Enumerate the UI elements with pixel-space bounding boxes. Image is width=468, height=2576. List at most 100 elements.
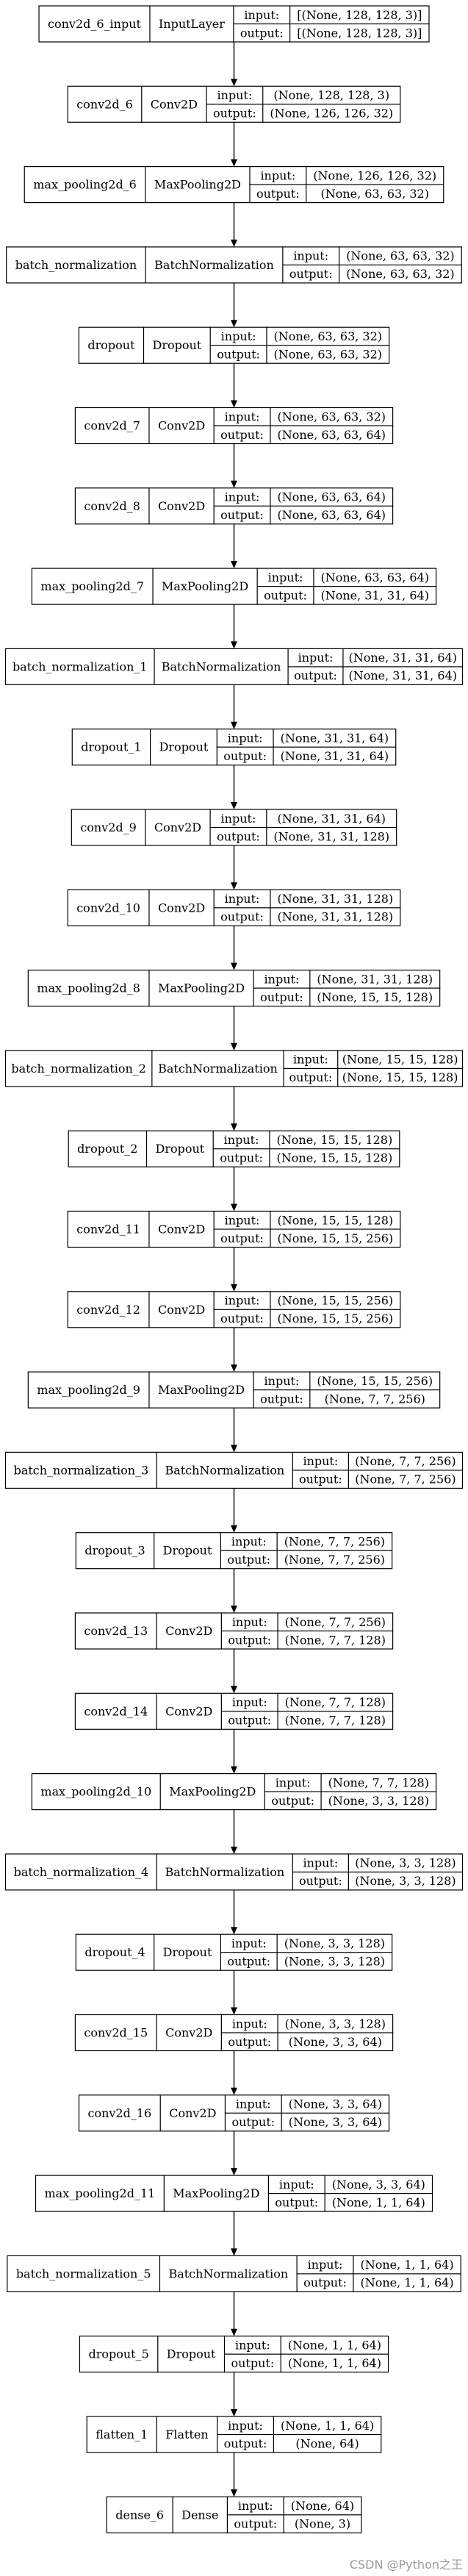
edge-arrow	[231, 845, 237, 890]
layer-type: MaxPooling2D	[173, 2186, 259, 2200]
layer-name: dropout_4	[84, 1945, 145, 1959]
arrow-head	[231, 480, 237, 488]
layer-name: max_pooling2d_10	[40, 1785, 151, 1799]
arrow-head	[231, 721, 237, 729]
arrow-head	[231, 802, 237, 809]
output-shape: (None, 31, 31, 64)	[320, 588, 428, 602]
layer-name: dropout_3	[84, 1544, 145, 1558]
edge-arrow	[231, 122, 237, 167]
arrow-head	[231, 1846, 237, 1854]
edge-arrow	[231, 443, 237, 488]
layer-name: batch_normalization_1	[12, 659, 148, 673]
watermark: CSDN @Python之王	[350, 2558, 463, 2572]
input-shape: (None, 1, 1, 64)	[360, 2258, 453, 2272]
layer-type: Dropout	[163, 1544, 212, 1558]
input-shape: (None, 7, 7, 128)	[328, 1775, 429, 1789]
input-label: input:	[235, 2338, 270, 2352]
input-label: input:	[264, 1374, 300, 1388]
output-shape: (None, 63, 63, 32)	[274, 347, 382, 361]
input-label: input:	[232, 1615, 267, 1629]
arrow-head	[231, 882, 237, 890]
layer-name: conv2d_6_input	[48, 17, 142, 31]
input-label: input:	[221, 812, 256, 826]
output-shape: (None, 31, 31, 64)	[281, 749, 389, 763]
layer-type: Dropout	[159, 740, 209, 754]
output-shape: (None, 3, 3, 64)	[289, 2115, 382, 2129]
output-shape: (None, 3, 3, 128)	[328, 1794, 429, 1808]
arrow-head	[231, 1284, 237, 1292]
layer-name: flatten_1	[96, 2427, 148, 2441]
output-shape: (None, 15, 15, 128)	[277, 1151, 393, 1164]
output-label: output:	[240, 26, 284, 40]
layer-type: Conv2D	[158, 901, 205, 915]
arrow-head	[231, 2007, 237, 2015]
input-label: input:	[225, 1294, 260, 1308]
input-label: input:	[228, 2419, 263, 2433]
edges	[231, 42, 237, 2497]
input-shape: (None, 31, 31, 64)	[278, 812, 386, 826]
input-shape: (None, 15, 15, 256)	[278, 1294, 394, 1308]
edge-arrow	[231, 1970, 237, 2015]
edge-arrow	[231, 1649, 237, 1694]
output-label: output:	[234, 2517, 277, 2531]
input-shape: (None, 63, 63, 64)	[320, 570, 428, 584]
input-label: input:	[303, 1454, 338, 1468]
input-shape: (None, 15, 15, 128)	[278, 1213, 394, 1227]
layer-type: Dense	[181, 2508, 218, 2522]
edge-arrow	[231, 282, 237, 328]
layer-type: Conv2D	[151, 97, 198, 111]
edge-arrow	[231, 2130, 237, 2176]
arrow-head	[231, 1686, 237, 1694]
output-shape: (None, 1, 1, 64)	[288, 2356, 381, 2370]
layer-name: conv2d_8	[84, 499, 140, 513]
input-shape: (None, 31, 31, 128)	[317, 972, 433, 986]
input-label: input:	[217, 88, 252, 102]
arrow-head	[231, 2409, 237, 2416]
edge-arrow	[231, 1167, 237, 1212]
input-label: input:	[303, 1856, 338, 1870]
input-label: input:	[293, 249, 328, 263]
layer-name: conv2d_12	[76, 1303, 140, 1317]
output-shape: (None, 31, 31, 128)	[278, 910, 394, 924]
layer-name: conv2d_15	[84, 2026, 148, 2040]
input-shape: (None, 7, 7, 256)	[285, 1615, 386, 1629]
layer-type: Conv2D	[158, 419, 205, 433]
output-shape: (None, 15, 15, 256)	[278, 1231, 394, 1245]
arrow-head	[231, 1042, 237, 1051]
arrow-head	[231, 1203, 237, 1212]
output-shape: (None, 63, 63, 64)	[278, 428, 386, 442]
input-shape: (None, 31, 31, 128)	[278, 892, 394, 906]
input-shape: (None, 3, 3, 64)	[332, 2178, 425, 2192]
output-label: output:	[228, 1714, 271, 1728]
output-label: output:	[217, 829, 260, 843]
edge-arrow	[231, 926, 237, 970]
input-shape: (None, 63, 63, 64)	[278, 490, 386, 504]
layer-type: BatchNormalization	[168, 2266, 288, 2280]
input-shape: (None, 1, 1, 64)	[288, 2338, 381, 2352]
input-shape: (None, 3, 3, 128)	[284, 1936, 385, 1950]
input-shape: (None, 7, 7, 128)	[285, 1695, 386, 1709]
output-shape: (None, 15, 15, 128)	[317, 990, 433, 1004]
input-label: input:	[260, 168, 295, 182]
layer-type: Dropout	[163, 1945, 212, 1959]
layer-type: Conv2D	[154, 820, 201, 834]
input-label: input:	[231, 1534, 267, 1548]
layer-name: batch_normalization	[15, 258, 137, 272]
output-shape: (None, 126, 126, 32)	[270, 107, 393, 121]
layer-type: InputLayer	[159, 17, 225, 31]
output-shape: (None, 7, 7, 256)	[284, 1553, 385, 1567]
input-label: input:	[225, 490, 260, 504]
input-shape: (None, 3, 3, 64)	[289, 2097, 382, 2111]
